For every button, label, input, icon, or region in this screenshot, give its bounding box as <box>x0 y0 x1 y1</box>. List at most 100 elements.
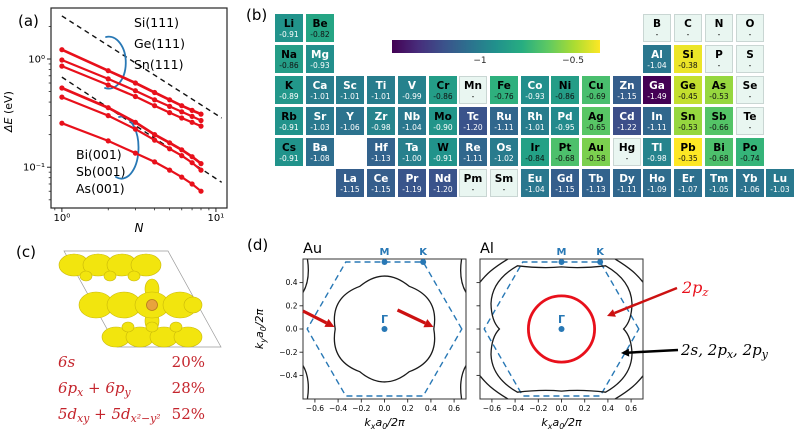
fermi-surface-contour <box>333 275 436 383</box>
tspan-element: ΔE <box>2 117 15 133</box>
series-group-label: Si(111) <box>134 15 179 30</box>
tspan-element: 6s <box>58 353 76 371</box>
y-tick-label: −0.4 <box>279 371 297 380</box>
element-symbol: Pt <box>558 142 572 154</box>
element-symbol: Mn <box>464 80 482 92</box>
tspan-element: k <box>253 342 266 349</box>
element-value: -1.11 <box>617 185 637 194</box>
element-symbol: Er <box>681 173 695 185</box>
element-symbol: Ga <box>649 80 665 92</box>
element-symbol: La <box>343 173 357 185</box>
k-point-dot <box>420 259 427 266</box>
element-cell-Ag: Ag-0.65 <box>582 107 610 135</box>
arrow-head <box>324 318 335 327</box>
element-value: -0.91 <box>279 30 299 39</box>
data-point <box>105 138 111 144</box>
element-cell-Tc: Tc-1.20 <box>459 107 487 135</box>
tspan-element: x <box>370 422 376 431</box>
x-tick-label: −0.2 <box>529 404 547 413</box>
tspan-element: + 6p <box>83 379 125 397</box>
data-point <box>132 80 138 86</box>
fermi-surface-outer-sheet <box>614 374 643 399</box>
axis-ticks <box>47 26 217 212</box>
element-symbol: Rb <box>281 111 297 123</box>
series-Bi(001) <box>59 85 204 167</box>
data-point <box>59 85 65 91</box>
element-symbol: Os <box>496 142 512 154</box>
element-symbol: Pr <box>405 173 419 185</box>
charge-blob <box>130 253 162 277</box>
element-value: -0.86 <box>433 92 453 101</box>
element-cell-Ga: Ga-1.49 <box>643 76 671 104</box>
element-cell-Y: Y-1.06 <box>336 107 364 135</box>
fermi-surface-neck <box>303 259 310 294</box>
element-cell-Bi: Bi-0.68 <box>705 138 733 166</box>
element-symbol: Ca <box>312 80 328 92</box>
tspan-element: 0 <box>559 422 564 431</box>
element-value: - <box>748 61 752 70</box>
data-point <box>198 161 204 167</box>
element-value: - <box>655 30 659 39</box>
element-cell-V: V-0.99 <box>398 76 426 104</box>
isosurface-drawing <box>58 250 222 348</box>
element-value: -1.15 <box>371 185 391 194</box>
data-point <box>179 147 185 153</box>
data-point <box>179 153 185 159</box>
element-cell-N: N- <box>705 14 733 42</box>
element-symbol: Sn <box>680 111 696 123</box>
tspan-element: 0 <box>382 422 387 431</box>
element-symbol: S <box>746 49 754 61</box>
tspan-element: x <box>547 422 553 431</box>
element-value: -0.91 <box>279 123 299 132</box>
element-cell-Na: Na-0.86 <box>275 45 303 73</box>
brillouin-zone-hexagon <box>306 261 463 397</box>
data-point <box>132 93 138 100</box>
data-point <box>152 132 158 138</box>
element-symbol: Dy <box>619 173 635 185</box>
element-symbol: N <box>714 18 724 30</box>
element-cell-Te: Te- <box>736 107 764 135</box>
x-tick-label: −0.2 <box>352 404 370 413</box>
series-group-label: Sn(111) <box>134 57 183 72</box>
charge-blob <box>169 321 183 333</box>
element-value: -0.45 <box>678 92 698 101</box>
tspan-element: 5d <box>58 405 77 423</box>
element-symbol: W <box>437 142 449 154</box>
element-cell-Yb: Yb-1.06 <box>736 169 764 197</box>
element-cell-Be: Be-0.82 <box>306 14 334 42</box>
tspan-element: x <box>77 386 83 399</box>
element-symbol: O <box>745 18 755 30</box>
gamma-point-dot <box>558 326 565 332</box>
element-symbol: K <box>284 80 294 92</box>
data-point <box>167 97 173 103</box>
fermi-surface-outer-sheet <box>480 259 509 284</box>
data-point <box>189 107 195 113</box>
element-cell-Zn: Zn-1.15 <box>613 76 641 104</box>
series-Ge(111) <box>59 57 204 124</box>
element-symbol: Po <box>742 142 758 154</box>
element-cell-O: O- <box>736 14 764 42</box>
y-tick-label: 0.4 <box>286 278 298 287</box>
element-symbol: V <box>407 80 417 92</box>
data-point <box>189 160 195 166</box>
series-As(001) <box>59 120 204 194</box>
tspan-element: /2π <box>253 309 266 328</box>
element-value: -0.35 <box>678 154 698 163</box>
free-electron-circle <box>526 294 596 364</box>
data-point <box>198 111 204 117</box>
panel-a-label: (a) <box>18 12 39 30</box>
fermi-surface-outer-sheet <box>480 374 509 399</box>
element-cell-Er: Er-1.07 <box>674 169 702 197</box>
element-value: - <box>748 30 752 39</box>
element-value: -1.13 <box>371 154 391 163</box>
tspan-element: , 2p <box>733 341 762 359</box>
element-cell-Tb: Tb-1.13 <box>582 169 610 197</box>
data-point <box>59 63 65 69</box>
element-cell-Pt: Pt-0.68 <box>551 138 579 166</box>
data-point <box>152 89 158 96</box>
element-cell-P: P- <box>705 45 733 73</box>
element-cell-W: W-0.91 <box>429 138 457 166</box>
element-symbol: Se <box>742 80 758 92</box>
element-value: -0.74 <box>740 154 760 163</box>
